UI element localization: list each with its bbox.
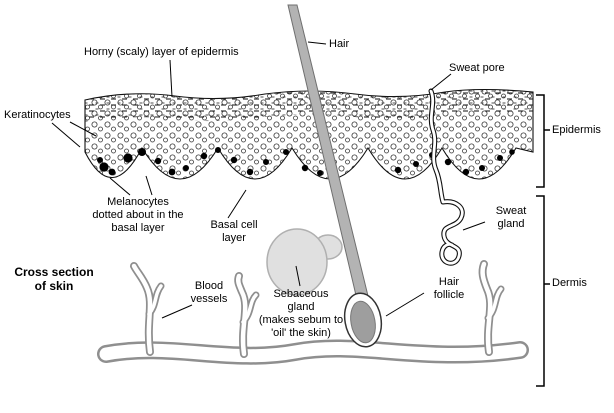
sebaceous-gland: [266, 228, 343, 296]
label-blood-vessels: Blood vessels: [190, 280, 228, 305]
blood-vessels: [97, 260, 529, 365]
horny-layer-band: [85, 89, 533, 122]
label-hair-follicle: Hair follicle: [433, 276, 465, 301]
sweat-gland: [428, 88, 465, 266]
label-dermis: Dermis: [552, 277, 587, 289]
label-melanocytes: Melanocytes dotted about in the basal la…: [92, 196, 184, 234]
label-keratinocytes: Keratinocytes: [4, 109, 71, 121]
dermis-bracket: [536, 195, 550, 387]
label-sweat-pore: Sweat pore: [449, 62, 505, 74]
label-basal-cell-layer: Basal cell layer: [210, 219, 258, 244]
label-sweat-gland: Sweat gland: [495, 205, 527, 230]
label-horny-layer: Horny (scaly) layer of epidermis: [84, 46, 239, 58]
label-epidermis: Epidermis: [552, 124, 601, 136]
leader-lines: [51, 41, 486, 319]
hair-follicle: [343, 292, 383, 348]
label-hair: Hair: [329, 38, 350, 50]
label-sebaceous-note: (makes sebum to 'oil' the skin): [258, 314, 344, 339]
epidermis-region: [84, 88, 534, 180]
diagram-title: Cross section of skin: [14, 265, 94, 294]
melanocyte-dots: [97, 147, 515, 176]
epidermis-bracket: [536, 94, 550, 188]
label-sebaceous-gland: Sebaceous gland: [273, 288, 329, 313]
